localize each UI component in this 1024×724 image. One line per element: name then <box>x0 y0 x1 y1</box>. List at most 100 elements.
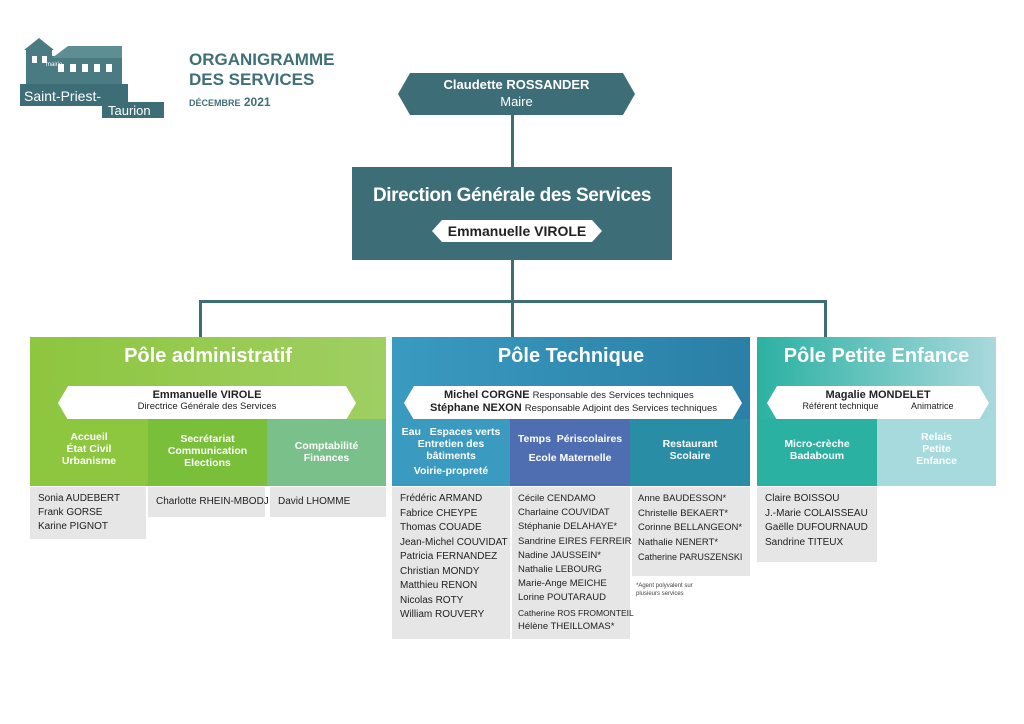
enfance-service-1-label: Micro-crèche Badaboum <box>757 438 877 462</box>
service-line: Entretien des <box>417 438 485 450</box>
staff-name: Cécile CENDAMO <box>518 493 596 504</box>
mayor-name: Claudette ROSSANDER <box>443 77 590 92</box>
enfance-role-1: Référent technique <box>802 401 879 411</box>
service-line: Badaboum <box>789 450 845 462</box>
pole-admin-head-pill: Emmanuelle VIROLE Directrice Générale de… <box>58 386 356 420</box>
pole-enfance-head-pill: Magalie MONDELET Référent technique Anim… <box>767 386 989 420</box>
staff-name: Matthieu RENON <box>400 580 478 591</box>
title-line1: ORGANIGRAMME <box>189 50 335 69</box>
tech-staff-3: Anne BAUDESSON* Christelle BEKAERT* Cori… <box>632 487 750 576</box>
footnote-line: *Agent polyvalent sur <box>636 583 693 589</box>
mayor-role: Maire <box>500 94 533 109</box>
service-line: Ecole Maternelle <box>528 452 612 464</box>
footnote-line: plusieurs services <box>636 591 684 597</box>
admin-staff-2: Charlotte RHEIN-MBODJ <box>148 487 269 517</box>
service-line: Restaurant <box>662 438 718 450</box>
service-line: Scolaire <box>669 450 711 462</box>
service-line: Périscolaires <box>556 433 623 445</box>
service-line: Espaces verts <box>429 426 501 438</box>
tech-service-2 <box>510 419 630 486</box>
admin-service-3 <box>267 419 386 486</box>
service-line: Finances <box>303 452 350 464</box>
staff-name: Sandrine TITEUX <box>765 536 844 548</box>
title-line2: DES SERVICES <box>189 70 315 89</box>
service-line: Communication <box>167 445 248 457</box>
staff-name: Lorine POUTARAUD <box>518 592 606 604</box>
tech-staff-1: Frédéric ARMAND Fabrice CHEYPE Thomas CO… <box>392 487 510 639</box>
service-line: Enfance <box>916 455 957 467</box>
tech-head2-name: Stéphane NEXON <box>430 402 522 414</box>
staff-name: Jean-Michel COUVIDAT <box>400 536 508 548</box>
logo: mairie Saint-Priest- Taurion <box>18 36 168 128</box>
enfance-staff: Claire BOISSOU J.-Marie COLAISSEAU Gaëll… <box>757 487 877 562</box>
mayor-box: Claudette ROSSANDER Maire <box>398 73 635 115</box>
staff-name: Christian MONDY <box>400 565 480 577</box>
tech-head2-role: Responsable Adjoint des Services techniq… <box>524 403 717 414</box>
admin-head-name: Emmanuelle VIROLE <box>152 389 262 401</box>
pole-enfance-title: Pôle Petite Enfance <box>783 345 970 367</box>
tech-service-1-label: Eau Espaces verts Entretien des bâtiment… <box>392 426 510 477</box>
admin-service-1-label: Accueil État Civil Urbanisme <box>30 431 148 467</box>
staff-name: Claire BOISSOU <box>765 493 840 504</box>
tech-staff-2: Cécile CENDAMO Charlaine COUVIDAT Stépha… <box>512 487 642 639</box>
tech-service-3-label: Restaurant Scolaire <box>630 438 750 462</box>
connector-tech <box>511 300 514 337</box>
staff-name: Christelle BEKAERT* <box>638 507 729 519</box>
service-line: Elections <box>184 457 231 469</box>
staff-name: Charlotte RHEIN-MBODJ <box>156 496 269 507</box>
connector-enfance <box>824 300 827 337</box>
enfance-service-2-label: Relais Petite Enfance <box>877 431 996 467</box>
staff-name: Nathalie LEBOURG <box>518 564 602 576</box>
footnote: *Agent polyvalent sur plusieurs services <box>636 582 693 598</box>
admin-head-role: Directrice Générale des Services <box>137 401 277 412</box>
tech-head-1: Michel CORGNE Responsable des Services t… <box>444 389 742 401</box>
tech-service-3 <box>630 419 750 486</box>
tech-head1-name: Michel CORGNE <box>444 389 530 401</box>
service-line: Accueil <box>70 431 108 443</box>
staff-name: Gaëlle DUFOURNAUD <box>765 522 868 533</box>
staff-name: Sandrine EIRES FERREIRA* <box>518 535 642 547</box>
tech-service-1 <box>392 419 510 486</box>
service-line: Comptabilité <box>294 440 359 452</box>
connector-dgs-down <box>511 260 514 302</box>
staff-name: Anne BAUDESSON* <box>638 493 727 504</box>
staff-name: Catherine PARUSZENSKI <box>638 552 743 562</box>
staff-name: Corinne BELLANGEON* <box>638 522 743 533</box>
staff-name: Frédéric ARMAND <box>400 493 483 504</box>
staff-name: William ROUVERY <box>400 609 485 620</box>
service-line: Urbanisme <box>61 455 117 467</box>
service-line: bâtiments <box>426 450 476 462</box>
staff-name: Thomas COUADE <box>400 522 482 533</box>
staff-name: Sonia AUDEBERT <box>38 493 121 504</box>
enfance-service-2 <box>877 419 996 486</box>
year: 2021 <box>243 95 271 109</box>
pole-tech-head-pill: Michel CORGNE Responsable des Services t… <box>404 386 742 420</box>
pole-admin-title: Pôle administratif <box>124 345 292 367</box>
staff-name: Karine PIGNOT <box>38 521 109 532</box>
staff-name: Marie-Ange MEICHE <box>518 578 607 590</box>
service-line: Petite <box>922 443 951 455</box>
staff-name: Nicolas ROTY <box>400 594 464 606</box>
connector-admin <box>199 300 202 337</box>
service-line: Secrétariat <box>180 433 235 445</box>
pole-tech-title: Pôle Technique <box>497 345 645 367</box>
tech-head-2: Stéphane NEXON Responsable Adjoint des S… <box>430 402 742 414</box>
staff-name: Charlaine COUVIDAT <box>518 507 610 519</box>
dgs-title: Direction Générale des Services <box>372 185 652 206</box>
admin-staff-3: David LHOMME <box>270 487 386 517</box>
tech-head1-role: Responsable des Services techniques <box>532 390 694 401</box>
service-line: Voirie-propreté <box>413 465 489 477</box>
logo-mairie-text: mairie <box>46 62 63 68</box>
admin-service-3-label: Comptabilité Finances <box>267 440 386 464</box>
logo-line1: Saint-Priest- <box>24 88 102 104</box>
service-line: Micro-crèche <box>784 438 850 450</box>
staff-name: Frank GORSE <box>38 507 103 518</box>
service-line: Relais <box>921 431 952 443</box>
dgs-head-pill: Emmanuelle VIROLE <box>432 220 602 242</box>
month: DÉCEMBRE <box>189 98 241 108</box>
town-hall-logo-icon <box>20 38 164 118</box>
tech-service-2-label: Temps Périscolaires Ecole Maternelle <box>510 433 630 464</box>
service-line: État Civil <box>66 443 112 455</box>
staff-name: Catherine ROS FROMONTEIL <box>518 607 634 618</box>
staff-name: Nathalie NENERT* <box>638 536 719 548</box>
